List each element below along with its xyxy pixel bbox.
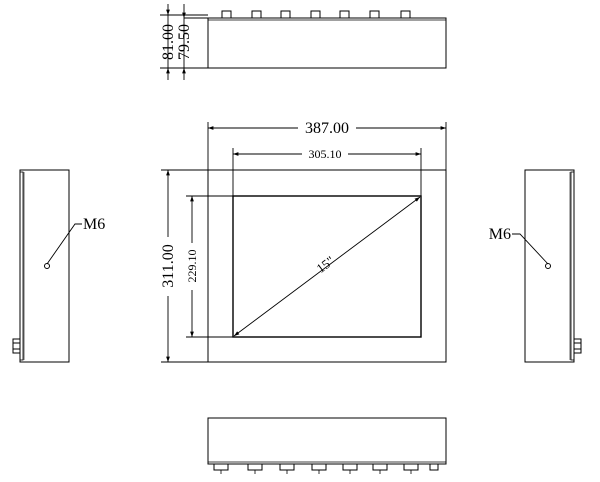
left-side-connector [12, 338, 21, 354]
right-screw-callout: M6 [489, 226, 511, 243]
left-screw-callout: M6 [83, 216, 105, 233]
right-side-view: M6 [489, 169, 582, 363]
dim-front-height: 311.00 [160, 244, 177, 287]
right-screw-leader [512, 233, 549, 265]
dim-front-width: 387.00 [305, 120, 349, 137]
dim-screen-width: 305.10 [309, 147, 342, 161]
top-view-body [207, 17, 447, 69]
dim-line-front-height [161, 169, 208, 363]
bottom-connectors [213, 463, 439, 471]
front-bezel [207, 169, 447, 363]
screen-diagonal-line [233, 196, 421, 337]
top-view: 81.00 79.50 [160, 4, 447, 80]
front-screen [232, 195, 422, 338]
top-connectors [221, 10, 411, 19]
left-screw-leader [46, 223, 82, 265]
front-view: 15" 387.00 305.10 311.00 [160, 120, 447, 363]
dim-diagonal: 15" [313, 253, 337, 276]
dim-screen-height: 229.10 [185, 250, 199, 283]
top-dimension-lines [160, 4, 208, 80]
right-side-connector [573, 338, 582, 354]
left-side-view: M6 [12, 169, 105, 363]
dim-line-screen-width [232, 148, 422, 196]
bottom-view-body [207, 417, 447, 465]
bottom-view [207, 417, 447, 474]
bottom-connector-ticks [220, 470, 412, 474]
dim-line-front-width [207, 122, 447, 170]
dim-top-height-outer: 81.00 [160, 24, 177, 60]
right-screw-hole [545, 263, 551, 269]
right-side-bezel-edge [570, 171, 575, 361]
dim-line-screen-height [186, 195, 233, 338]
left-side-bezel-edge [19, 171, 24, 361]
dim-top-height-inner: 79.50 [176, 24, 193, 60]
left-screw-hole [44, 263, 50, 269]
